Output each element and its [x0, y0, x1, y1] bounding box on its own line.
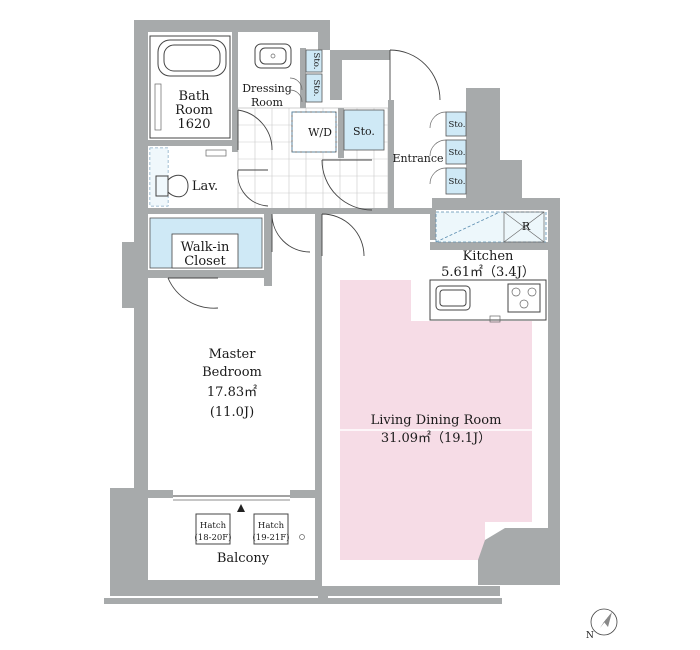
entrance-door [389, 49, 441, 101]
balcony-arrow [237, 504, 245, 512]
living-area: 31.09㎡（19.1J） [381, 431, 491, 446]
fridge-mark: R [522, 220, 531, 233]
hatch-label: Hatch [258, 521, 285, 531]
storage-label: Sto. [449, 177, 466, 187]
wd-label: W/D [308, 126, 332, 139]
bath-room-label-line2: Room [175, 103, 213, 118]
entrance: Entrance Sto. Sto. Sto. [321, 49, 467, 211]
living-dining-room: Living Dining Room 31.09㎡（19.1J） [371, 413, 502, 446]
dressing-door [237, 109, 273, 151]
dressing-room-label-line1: Dressing [242, 82, 292, 95]
storage-label: Sto. [311, 80, 321, 97]
kitchen: R Kitchen 5.61㎡（3.4J） [429, 211, 547, 323]
compass-north: N [586, 631, 594, 641]
lavatory: Lav. [149, 147, 269, 207]
washer-dryer: W/D [291, 111, 337, 153]
dressing-room: Dressing Room [237, 43, 292, 151]
hatch-label: Hatch [200, 521, 227, 531]
master-area-m2: 17.83㎡ [207, 385, 257, 400]
storage-label: Sto. [449, 148, 466, 158]
kitchen-label: Kitchen [463, 249, 514, 264]
balcony-label: Balcony [217, 551, 270, 566]
bath-room: Bath Room 1620 [149, 35, 231, 139]
master-label-line2: Bedroom [202, 365, 262, 380]
walls [104, 20, 560, 604]
bath-room-label-line1: Bath [179, 89, 211, 104]
master-bedroom: Master Bedroom 17.83㎡ (11.0J) [202, 347, 262, 420]
compass-icon: N [586, 608, 618, 641]
lav-door [237, 169, 269, 207]
living-dining-floor [340, 280, 532, 560]
storage-label: Sto. [449, 120, 466, 130]
walkin-door [167, 277, 219, 309]
storage-label: Sto. [353, 125, 375, 138]
hatch-floors: (18-20F) [194, 532, 231, 543]
living-door [321, 213, 365, 257]
storage-center: Sto. [343, 109, 385, 151]
living-label: Living Dining Room [371, 413, 502, 428]
lav-label: Lav. [192, 179, 218, 194]
balcony: Hatch (18-20F) Hatch (19-21F) Balcony [173, 495, 305, 566]
kitchen-area: 5.61㎡（3.4J） [441, 265, 535, 280]
walk-in-closet: Walk-in Closet [149, 217, 263, 309]
master-label-line1: Master [209, 347, 257, 362]
walkin-label-line1: Walk-in [181, 240, 230, 255]
bedroom-door [271, 213, 311, 253]
dressing-storage: Sto. Sto. [289, 49, 323, 103]
storage-label: Sto. [311, 53, 321, 70]
hatch-floors: (19-21F) [252, 532, 289, 543]
entrance-label: Entrance [392, 152, 443, 165]
bath-room-size: 1620 [177, 117, 210, 132]
walkin-label-line2: Closet [184, 254, 226, 269]
dressing-room-label-line2: Room [251, 96, 284, 109]
master-area-j: (11.0J) [210, 405, 254, 420]
